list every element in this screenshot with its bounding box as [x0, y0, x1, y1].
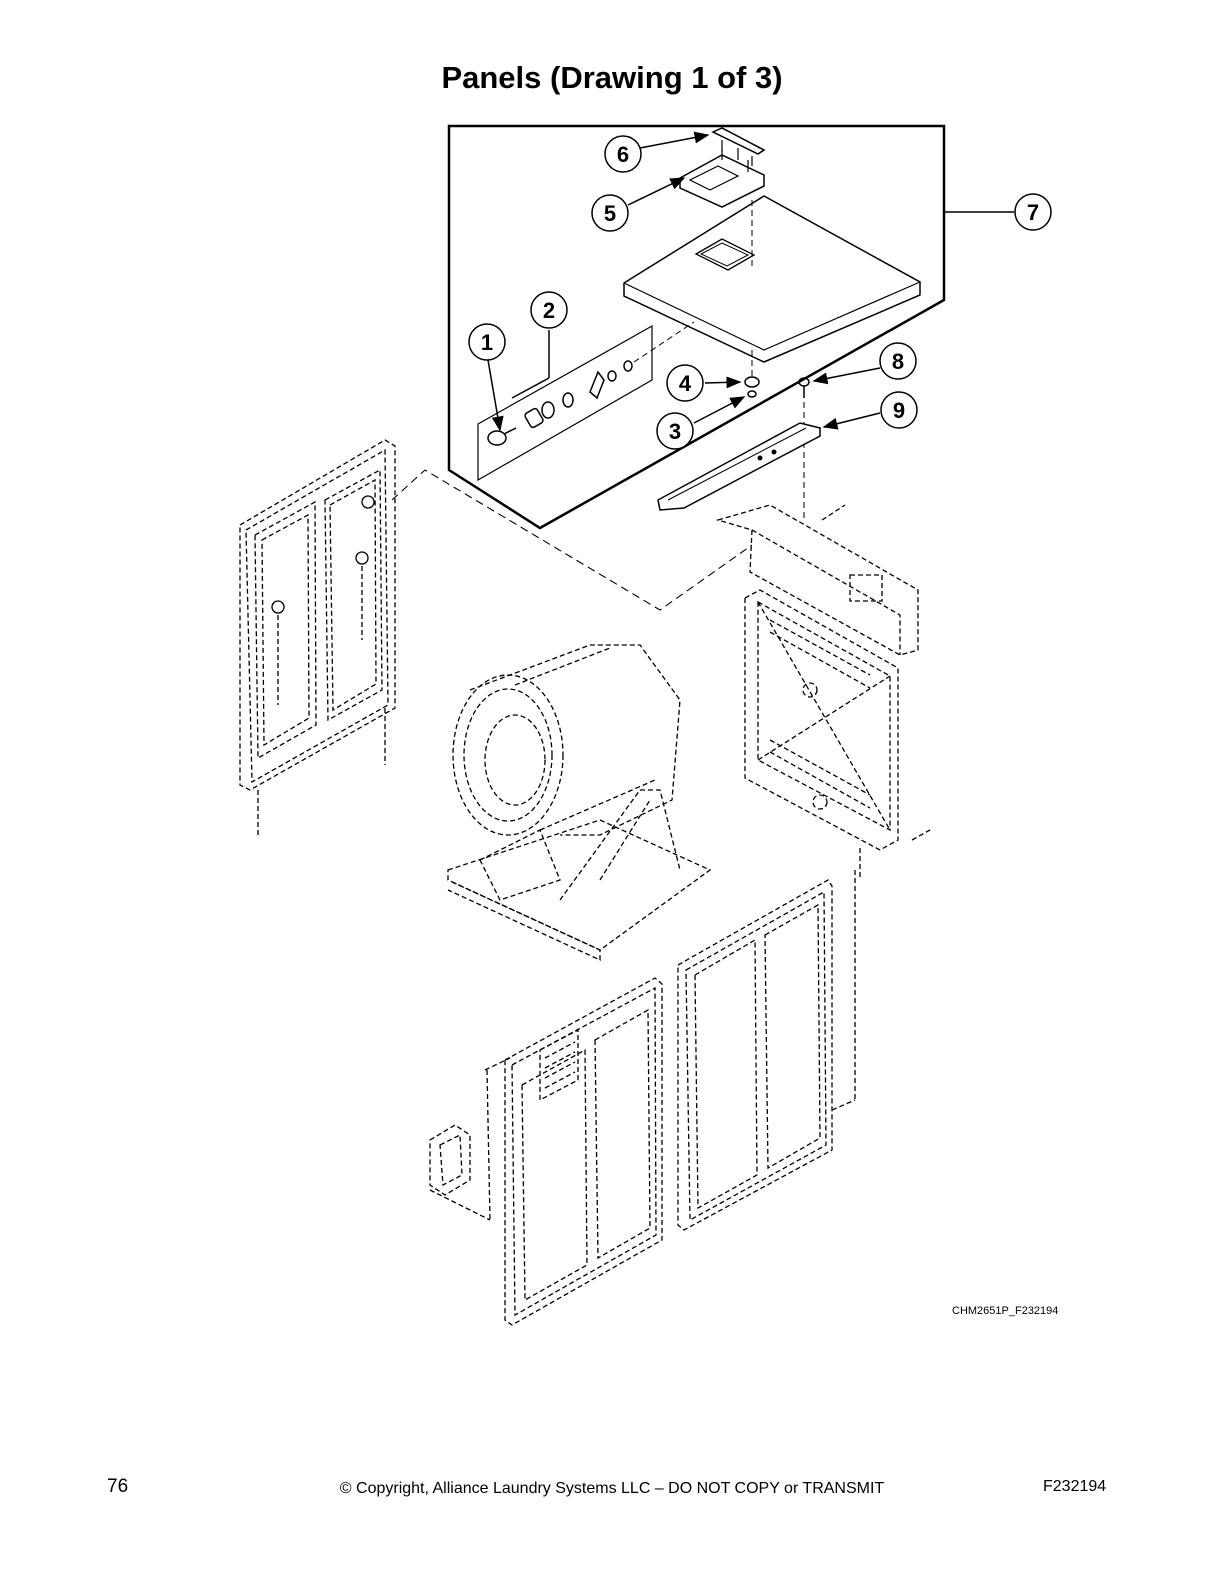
figure-id: CHM2651P_F232194 [952, 1305, 1059, 1317]
front-left-panel [429, 977, 663, 1326]
nut [747, 390, 757, 398]
top-assembly-inset [447, 124, 1014, 530]
callout-label: 3 [669, 419, 681, 444]
rear-bracket [715, 504, 919, 656]
copyright-notice: © Copyright, Alliance Laundry Systems LL… [339, 1480, 885, 1497]
callout-3: 3 [656, 412, 694, 450]
callout-4: 4 [666, 364, 704, 402]
leader-lines [487, 131, 881, 432]
page-number: 76 [107, 1476, 129, 1497]
callout-7: 7 [1014, 193, 1052, 231]
callout-label: 5 [604, 201, 616, 226]
page-title: Panels (Drawing 1 of 3) [441, 60, 783, 95]
callout-2: 2 [530, 291, 568, 329]
callout-label: 7 [1027, 200, 1039, 225]
callout-9: 9 [880, 391, 918, 429]
callout-8: 8 [879, 342, 917, 380]
bracket-and-screw [657, 377, 821, 520]
top-panel [623, 195, 921, 363]
washer [744, 376, 760, 388]
callout-label: 2 [543, 298, 555, 323]
callout-1: 1 [468, 323, 506, 361]
handle-bar [711, 127, 766, 166]
drum-assembly [447, 644, 712, 962]
callout-label: 8 [892, 349, 904, 374]
callout-6: 6 [604, 135, 642, 173]
callout-5: 5 [591, 194, 629, 232]
left-side-panel [239, 439, 396, 838]
rear-panel [744, 589, 931, 880]
callout-label: 4 [679, 371, 692, 396]
callout-label: 1 [481, 330, 493, 355]
document-code: F232194 [1043, 1478, 1107, 1495]
front-right-panel [677, 870, 856, 1231]
callout-label: 6 [617, 142, 629, 167]
callout-label: 9 [893, 398, 905, 423]
lock-assembly [477, 321, 695, 482]
